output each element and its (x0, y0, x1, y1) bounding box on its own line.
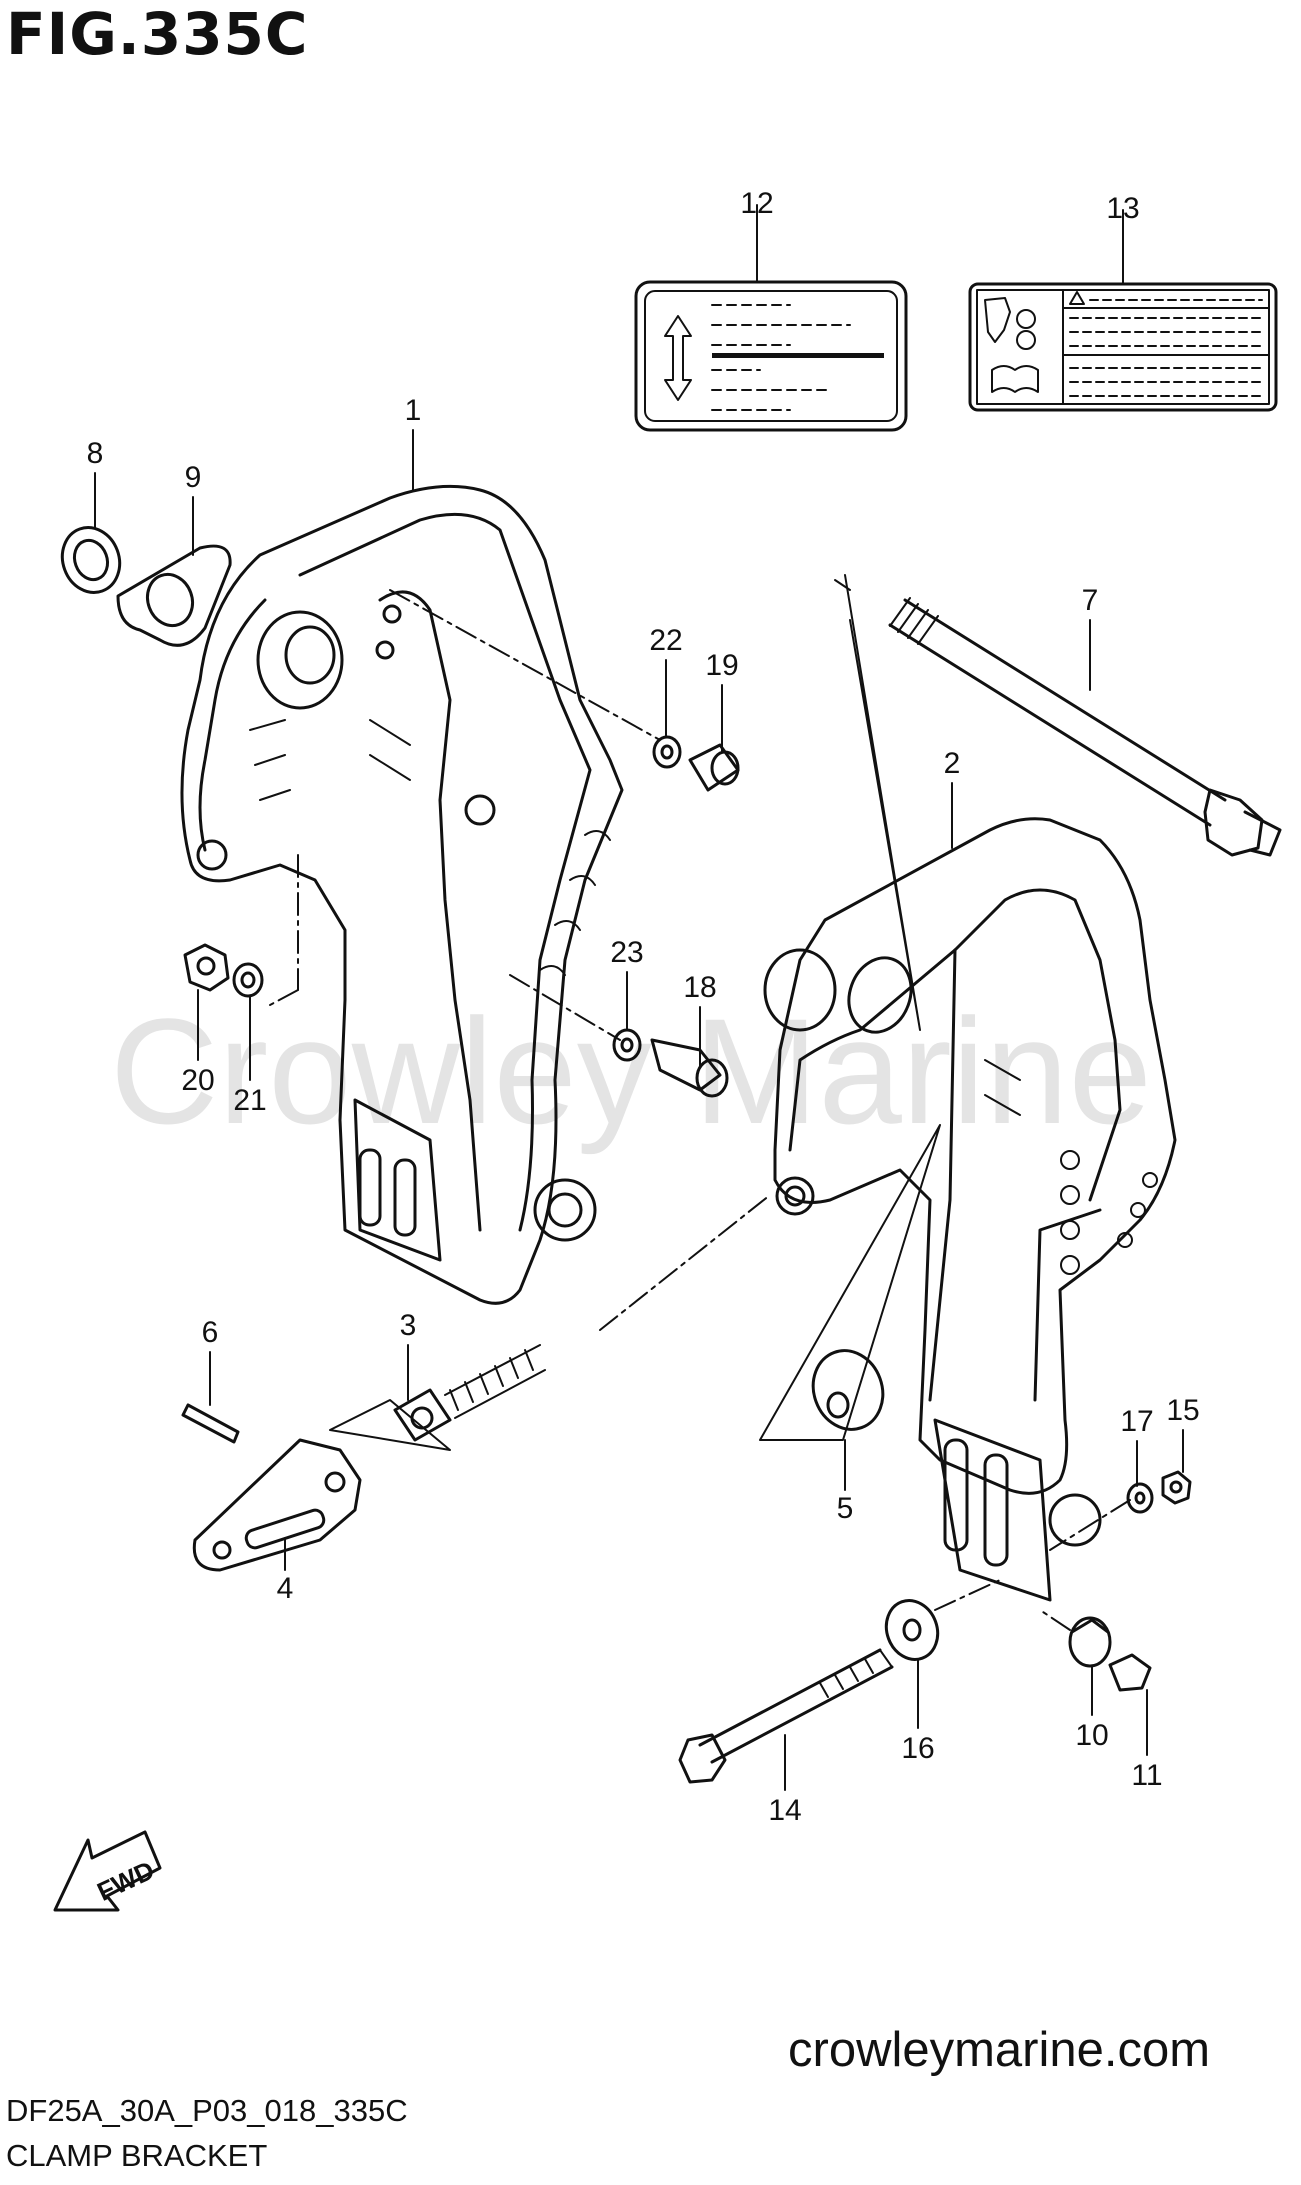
pin-part-6 (181, 1403, 240, 1444)
callout-4: 4 (277, 1572, 294, 1605)
plate-part-9 (116, 544, 232, 647)
callout-12: 12 (740, 187, 773, 220)
callout-18: 18 (683, 971, 716, 1004)
callout-21: 21 (233, 1084, 266, 1117)
callout-8: 8 (87, 437, 104, 470)
bolt-part-19 (688, 743, 740, 792)
figure-caption: CLAMP BRACKET (6, 2138, 268, 2173)
callout-16: 16 (901, 1732, 934, 1765)
callout-22: 22 (649, 624, 682, 657)
spring-part-3 (393, 1344, 546, 1442)
clamp-bracket-part-1 (180, 484, 624, 1305)
callout-10: 10 (1075, 1719, 1108, 1752)
callout-7: 7 (1082, 584, 1099, 617)
nut-part-8 (60, 526, 122, 594)
figure-title: FIG.335C (6, 0, 309, 68)
callout-20: 20 (181, 1064, 214, 1097)
leader-lines (94, 204, 1184, 1791)
nut-part-20 (183, 943, 230, 992)
figure-code: DF25A_30A_P03_018_335C (6, 2093, 408, 2128)
swivel-bracket-part-2 (763, 817, 1177, 1602)
callout-19: 19 (705, 649, 738, 682)
callout-11: 11 (1131, 1759, 1162, 1792)
callout-9: 9 (185, 461, 202, 494)
callout-6: 6 (202, 1316, 219, 1349)
callout-5: 5 (837, 1492, 854, 1525)
callout-2: 2 (944, 747, 961, 780)
tilt-tube-part-7 (888, 597, 1282, 857)
cap-part-5 (811, 1349, 885, 1431)
washer-part-23 (612, 1028, 642, 1062)
label-part-12 (634, 280, 908, 432)
assembly-lines (269, 579, 1131, 1631)
collar-part-10 (1068, 1616, 1112, 1668)
washer-part-16 (884, 1599, 940, 1661)
callout-17: 17 (1120, 1405, 1153, 1438)
bolt-part-11 (1108, 1653, 1152, 1692)
locator-triangles (329, 574, 941, 1451)
callout-15: 15 (1166, 1394, 1199, 1427)
bolt-part-18 (650, 1038, 729, 1098)
washer-part-21 (232, 962, 264, 998)
website-link[interactable]: crowleymarine.com (788, 2023, 1211, 2077)
washer-part-22 (652, 735, 682, 769)
bolt-part-14 (678, 1648, 894, 1784)
nut-part-15 (1161, 1470, 1192, 1505)
callout-numbers: 1 2 3 4 5 6 7 8 9 10 11 12 13 14 15 16 1… (87, 187, 1200, 1827)
washer-part-17 (1126, 1482, 1154, 1514)
lever-part-4 (192, 1438, 362, 1572)
label-part-13 (968, 282, 1278, 412)
callout-23: 23 (610, 936, 643, 969)
callout-3: 3 (400, 1309, 417, 1342)
callout-1: 1 (405, 394, 422, 427)
callout-13: 13 (1106, 192, 1139, 225)
fwd-arrow-icon (53, 1830, 162, 1912)
callout-14: 14 (768, 1794, 801, 1827)
